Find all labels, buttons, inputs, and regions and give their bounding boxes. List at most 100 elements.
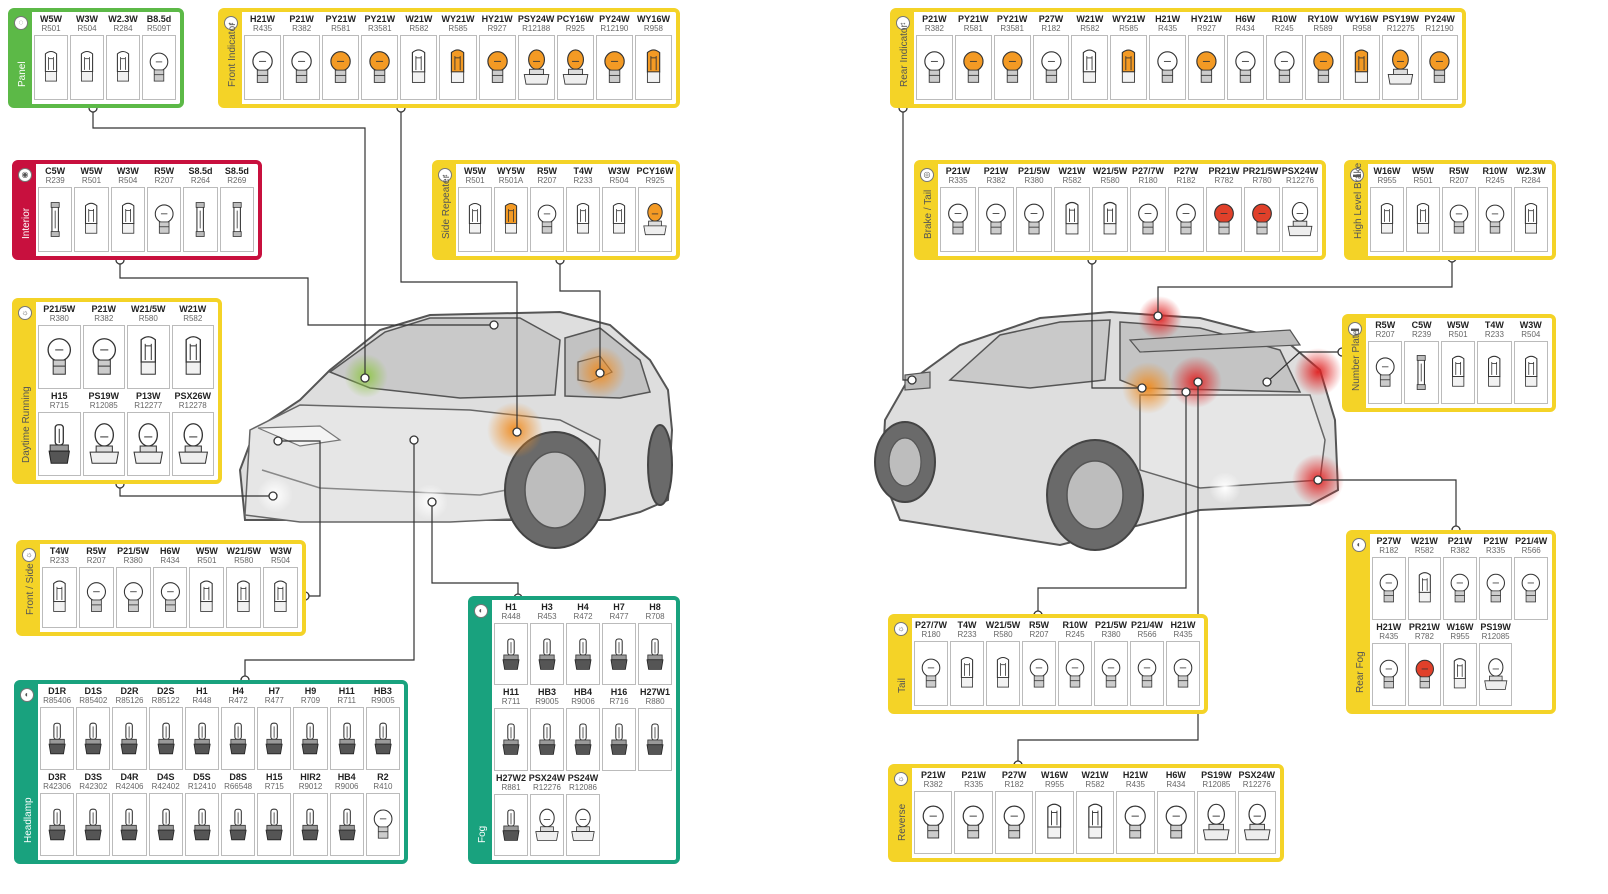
- bulb-icon: [993, 35, 1031, 100]
- bulb-ref: R12085: [1202, 780, 1231, 789]
- bulb-ref: R585: [1119, 24, 1139, 33]
- bulb-ref: R12276: [1242, 780, 1271, 789]
- bulb-name: W21W: [405, 14, 433, 24]
- bulb-icon: [1372, 643, 1406, 706]
- bulb-icon: [914, 641, 948, 706]
- bulb-icon: [263, 567, 298, 628]
- bulb-ref: R501A: [498, 176, 524, 185]
- bulb-ref: R715: [264, 782, 284, 791]
- bulb-name: T4W: [1484, 320, 1504, 330]
- bulb-icon: [566, 187, 600, 252]
- bulb-name: W3W: [76, 14, 98, 24]
- bulb-icon: [458, 187, 492, 252]
- section-tab: ☼Front / Side: [20, 544, 40, 632]
- bulb-icon: [1071, 35, 1109, 100]
- bulb-name: H4: [577, 602, 589, 612]
- bulb-icon: [34, 35, 68, 100]
- section-title: Panel: [17, 61, 28, 87]
- bulb-ref: R9005: [371, 696, 395, 705]
- bulb-ref: R233: [1484, 330, 1504, 339]
- bulb-icon: [361, 35, 399, 100]
- bulb-ref: R472: [573, 612, 593, 621]
- bulb-name: W2.3W: [1516, 166, 1546, 176]
- bulb-icon: [1421, 35, 1458, 100]
- bulb-name: D4S: [156, 772, 175, 782]
- bulb-name: H6W: [159, 546, 180, 556]
- section-title: Number Plate: [1351, 329, 1362, 391]
- bulb-icon: [1343, 35, 1381, 100]
- bulb-icon: [244, 35, 282, 100]
- section-title: Front Indicator: [227, 22, 238, 87]
- bulb-ref: R180: [1138, 176, 1158, 185]
- bulb-icon: [530, 623, 564, 686]
- bulb-icon: [1440, 341, 1476, 404]
- bulb-name: PSY24W: [517, 14, 555, 24]
- bulb-icon: [1304, 35, 1342, 100]
- bulb-name: P21W: [961, 770, 986, 780]
- bulb-icon: [602, 187, 636, 252]
- bulb-ref: R782: [1414, 632, 1434, 641]
- bulb-ref: R504: [609, 176, 629, 185]
- bulb-icon: [1370, 187, 1404, 252]
- bulb-ref: R264: [190, 176, 211, 185]
- bulb-name: D5S: [193, 772, 211, 782]
- indicator-icon: ↔: [224, 16, 238, 30]
- bulb-ref: R12278: [178, 401, 207, 410]
- bulb-icon: [1282, 187, 1318, 252]
- bulb-name: PSX24W: [1281, 166, 1319, 176]
- bulb-name: H15: [266, 772, 283, 782]
- bulb-ref: R925: [645, 176, 665, 185]
- bulb-ref: R239: [45, 176, 65, 185]
- bulb-name: W21/5W: [226, 546, 261, 556]
- bulb-icon: [1442, 187, 1476, 252]
- bulb-name: C5W: [45, 166, 66, 176]
- bulb-icon: [1166, 641, 1200, 706]
- bulb-icon: [1382, 35, 1420, 100]
- bulb-name: HY21W: [481, 14, 513, 24]
- bulb-name: W21/5W: [130, 304, 166, 314]
- reverse-light-icon: ☼: [894, 772, 908, 786]
- bulb-name: H6W: [1165, 770, 1186, 780]
- bulb-name: R10W: [1271, 14, 1297, 24]
- bulb-icon: [978, 187, 1014, 252]
- bulb-icon: [1478, 187, 1512, 252]
- bulb-icon: [1206, 187, 1242, 252]
- bulb-name: P27/7W: [1131, 166, 1164, 176]
- bulb-icon: [189, 567, 225, 628]
- bulb-name: H11: [338, 686, 355, 696]
- bulb-icon: [1092, 187, 1128, 252]
- bulb-ref: R448: [501, 612, 521, 621]
- indicator-icon: ↔: [438, 168, 452, 182]
- bulb-ref: R66548: [224, 782, 253, 791]
- bulb-ref: R182: [1004, 780, 1024, 789]
- bulb-ref: R955: [1377, 176, 1397, 185]
- bulb-ref: R958: [643, 24, 663, 33]
- bulb-ref: R453: [537, 612, 557, 621]
- bulb-ref: R9012: [298, 782, 323, 791]
- bulb-ref: R12275: [1386, 24, 1415, 33]
